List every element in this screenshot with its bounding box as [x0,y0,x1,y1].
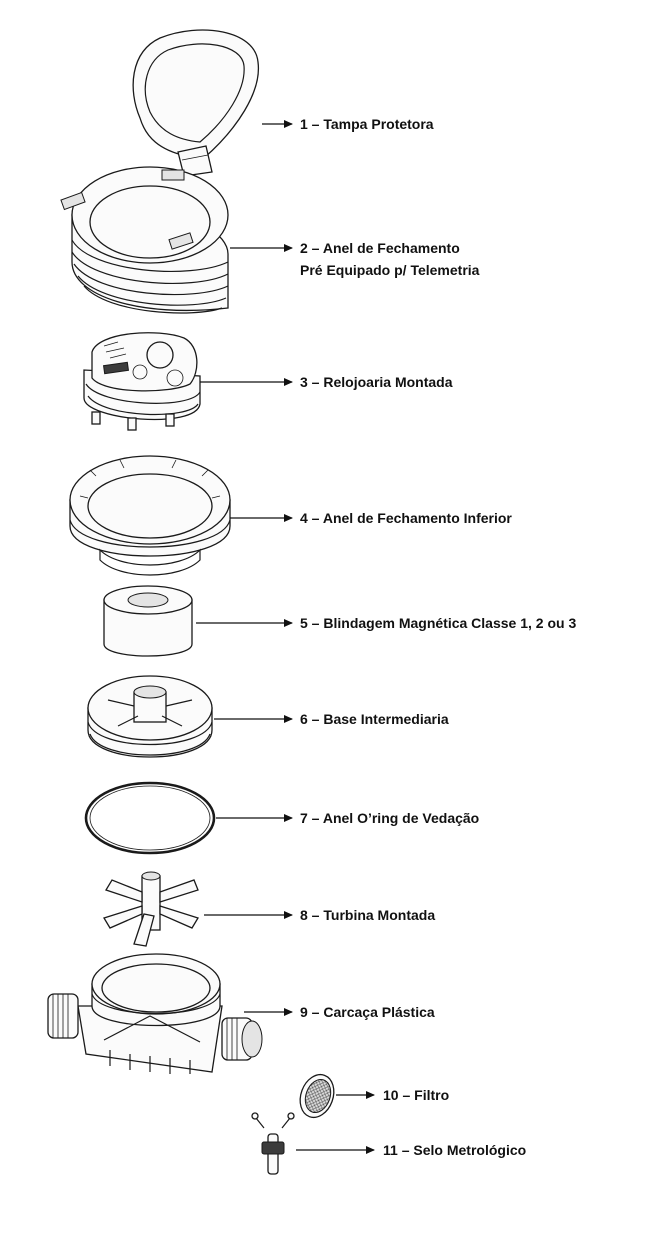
lower-closing-ring-drawing [69,455,231,576]
part-label-10: 10 – Filtro [383,1087,449,1103]
leader-arrows [196,120,375,1154]
part-label-3: 3 – Relojoaria Montada [300,374,453,390]
filter-drawing [299,1073,335,1119]
o-ring-drawing [84,781,216,855]
part-label-6: 6 – Base Intermediaria [300,711,449,727]
plastic-housing-drawing [47,953,263,1074]
part-label-5: 5 – Blindagem Magnética Classe 1, 2 ou 3 [300,615,576,631]
closing-ring-drawing [60,166,229,314]
part-label-9: 9 – Carcaça Plástica [300,1004,435,1020]
part-label-1: 1 – Tampa Protetora [300,116,434,132]
magnetic-shield-drawing [103,585,193,657]
part-label-11: 11 – Selo Metrológico [383,1142,526,1158]
register-assembly-drawing [83,332,201,431]
turbine-drawing [103,871,199,947]
intermediate-base-drawing [87,675,213,758]
part-label-8: 8 – Turbina Montada [300,907,435,923]
metrological-seal-drawing [251,1112,295,1175]
part-label-2: 2 – Anel de Fechamento [300,240,460,256]
part-label-7: 7 – Anel O’ring de Vedação [300,810,479,826]
part-labels: 1 – Tampa Protetora 2 – Anel de Fechamen… [300,116,576,1158]
protective-cover-drawing [132,29,260,177]
part-label-2-line2: Pré Equipado p/ Telemetria [300,262,480,278]
part-label-4: 4 – Anel de Fechamento Inferior [300,510,512,526]
